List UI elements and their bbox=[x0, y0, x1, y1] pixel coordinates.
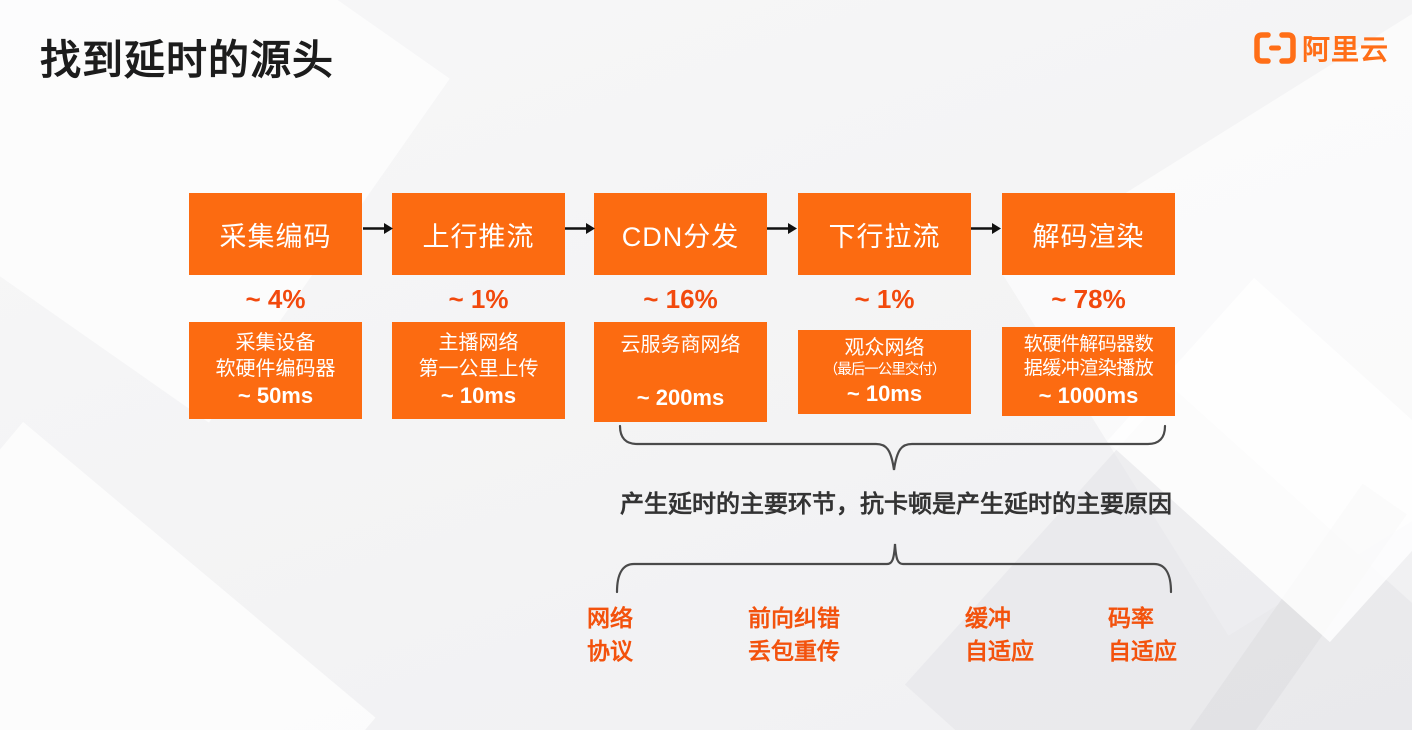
stage-percent: ~ 4% bbox=[245, 284, 306, 314]
factor-line: 网络 bbox=[587, 605, 633, 631]
detail-line: 观众网络 bbox=[844, 337, 925, 360]
stage-percent: ~ 78% bbox=[1051, 284, 1126, 314]
detail-latency: ~ 1000ms bbox=[1038, 382, 1139, 408]
flow-arrow-icon bbox=[767, 223, 797, 234]
flow-arrow-icon bbox=[565, 223, 595, 234]
factor-line: 丢包重传 bbox=[748, 638, 840, 664]
background-decor bbox=[1179, 483, 1407, 730]
detail-latency: ~ 10ms bbox=[440, 383, 517, 409]
factor-bitrate-adaptive: 码率 自适应 bbox=[1108, 602, 1177, 668]
factor-line: 自适应 bbox=[965, 638, 1034, 664]
page-title: 找到延时的源头 bbox=[40, 37, 334, 83]
detail-latency: ~ 50ms bbox=[237, 383, 314, 409]
detail-line: 主播网络 bbox=[438, 332, 519, 355]
detail-line: 软硬件解码器数 bbox=[1023, 333, 1154, 355]
stage-detail-box-decode-render: 软硬件解码器数 据缓冲渲染播放 ~ 1000ms bbox=[1002, 327, 1175, 416]
flow-arrow-icon bbox=[363, 223, 393, 234]
factor-network-protocol: 网络 协议 bbox=[587, 602, 633, 668]
detail-latency: ~ 10ms bbox=[846, 381, 923, 407]
detail-line: 第一公里上传 bbox=[418, 358, 539, 381]
main-cause-text: 产生延时的主要环节，抗卡顿是产生延时的主要原因 bbox=[620, 491, 1172, 518]
stage-box-cdn-distribution: CDN分发 bbox=[594, 193, 767, 275]
logo-brackets-icon bbox=[1254, 32, 1296, 64]
stage-box-downstream-pull: 下行拉流 bbox=[798, 193, 971, 275]
flow-arrow-icon bbox=[971, 223, 1001, 234]
brace-factors bbox=[615, 543, 1173, 594]
stage-percent: ~ 16% bbox=[643, 284, 718, 314]
factor-line: 前向纠错 bbox=[748, 605, 840, 631]
detail-line: 软硬件编码器 bbox=[215, 358, 336, 381]
detail-line: 据缓冲渲染播放 bbox=[1023, 358, 1154, 380]
brace-main-cause bbox=[618, 424, 1167, 471]
stage-percent: ~ 1% bbox=[854, 284, 915, 314]
factor-line: 自适应 bbox=[1108, 638, 1177, 664]
stage-box-decode-render: 解码渲染 bbox=[1002, 193, 1175, 275]
factor-line: 码率 bbox=[1108, 605, 1154, 631]
factor-buffer-adaptive: 缓冲 自适应 bbox=[965, 602, 1034, 668]
background-decor bbox=[1000, 0, 1412, 636]
stage-detail-box-upstream-push: 主播网络 第一公里上传 ~ 10ms bbox=[392, 322, 565, 419]
detail-latency: ~ 200ms bbox=[636, 384, 725, 410]
detail-line: 云服务商网络 bbox=[620, 333, 741, 356]
stage-box-upstream-push: 上行推流 bbox=[392, 193, 565, 275]
detail-line: 采集设备 bbox=[235, 332, 316, 355]
stage-detail-box-downstream-pull: 观众网络 （最后一公里交付） ~ 10ms bbox=[798, 330, 971, 414]
factor-line: 缓冲 bbox=[965, 605, 1011, 631]
stage-detail-box-capture-encode: 采集设备 软硬件编码器 ~ 50ms bbox=[189, 322, 362, 419]
logo-text: 阿里云 bbox=[1302, 34, 1390, 65]
stage-percent: ~ 1% bbox=[448, 284, 509, 314]
alibaba-cloud-logo: 阿里云 bbox=[1252, 28, 1389, 68]
stage-detail-box-cdn-distribution: 云服务商网络 ~ 200ms bbox=[594, 322, 767, 422]
factor-line: 协议 bbox=[587, 638, 633, 664]
detail-line: （最后一公里交付） bbox=[823, 362, 946, 379]
stage-box-capture-encode: 采集编码 bbox=[189, 193, 362, 275]
factor-fec-retransmission: 前向纠错 丢包重传 bbox=[748, 602, 840, 668]
background-decor bbox=[0, 421, 376, 730]
